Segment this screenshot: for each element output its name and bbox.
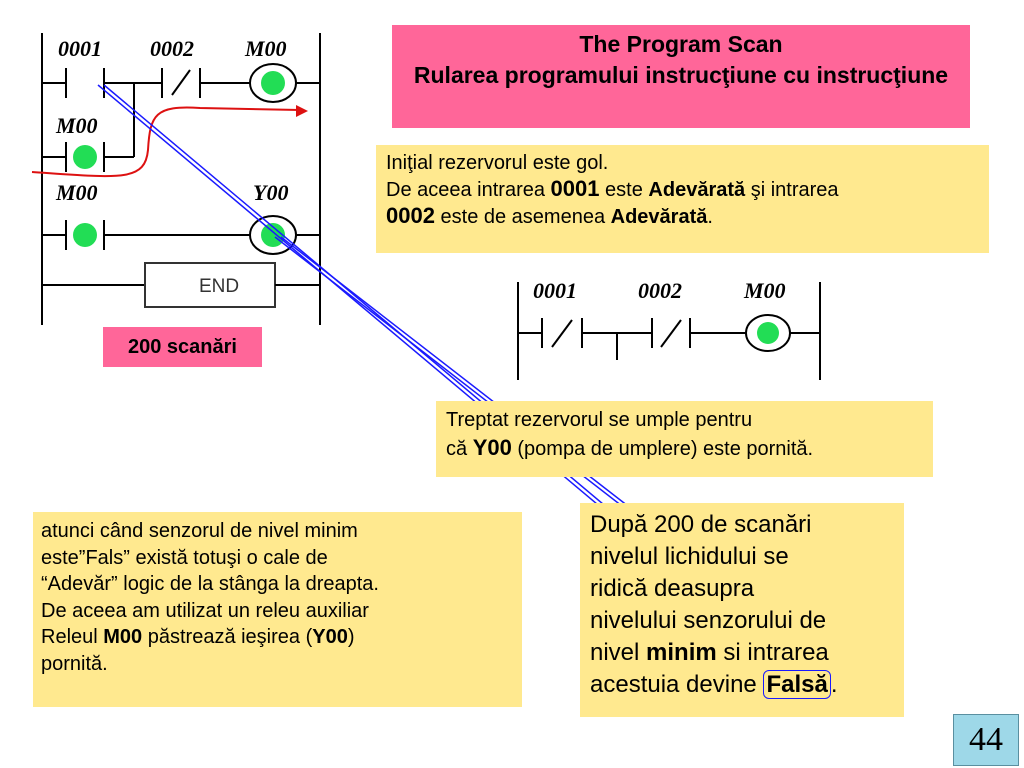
end-block [144,262,276,308]
flow-arrow [31,106,301,178]
label-coil-m00: M00 [244,36,287,61]
title-line-2: Rularea programului instrucţiune cu inst… [413,62,949,88]
scan-line-2: nivelul lichidului se [590,543,789,570]
top-ladder [41,33,321,325]
label-y00: Y00 [253,180,288,205]
scan-line-3: ridică deasupra [590,575,755,602]
fill-line-2: că Y00 (pompa de umplere) este pornită. [446,435,814,460]
label-m00: M00 [55,180,98,205]
path-line-5: Releul M00 păstrează ieşirea (Y00) [41,626,355,648]
scan-line-6: acestuia devine Falsă. [590,670,838,699]
scan-count-badge: 200 scanări [103,327,262,367]
logic-path-note: atunci când senzorul de nivel minim este… [33,512,522,707]
small-label-0001: 0001 [533,278,577,303]
initial-state-note: Iniţial rezervorul este gol. De aceea in… [376,145,989,253]
after-scans-note: După 200 de scanări nivelul lichidului s… [580,503,904,717]
small-ladder [517,282,821,380]
path-line-2: este”Fals” există totuşi o cale de [41,546,328,569]
scan-line-4: nivelului senzorului de [590,607,827,634]
label-0001: 0001 [58,36,102,61]
path-line-4: De aceea am utilizat un releu auxiliar [41,599,369,622]
path-line-1: atunci când senzorul de nivel minim [41,520,358,542]
end-label: END [199,276,239,297]
small-label-0002: 0002 [638,278,682,303]
arrow-head-icon [296,105,308,117]
coil-m00-active [261,71,285,95]
info-line-3: 0002 este de asemenea Adevărată. [386,203,713,228]
scan-line-5: nivel minim si intrarea [590,639,829,666]
path-line-6: pornită. [41,652,108,675]
info-line-1: Iniţial rezervorul este gol. [386,152,609,174]
label-0002: 0002 [150,36,194,61]
page-title: The Program Scan Rularea programului ins… [392,25,970,128]
small-coil-active [757,322,779,344]
path-line-3: “Adevăr” logic de la stânga la dreapta. [41,573,379,595]
small-label-m00: M00 [743,278,786,303]
aux-active [73,145,97,169]
scan-line-1: După 200 de scanări [590,511,812,538]
false-highlight: Falsă [763,670,831,699]
fill-line-1: Treptat rezervorul se umple pentru [446,409,753,431]
contact-m00-active [73,223,97,247]
page-number: 44 [953,714,1019,766]
filling-note: Treptat rezervorul se umple pentru că Y0… [436,401,933,477]
info-line-2: De aceea intrarea 0001 este Adevărată şi… [386,176,839,201]
label-aux-m00: M00 [55,113,98,138]
title-line-1: The Program Scan [579,31,783,57]
